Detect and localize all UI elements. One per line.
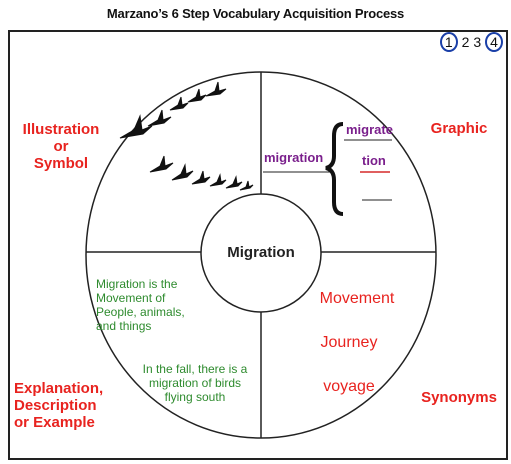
label-explanation-line2: Description [14,397,106,414]
example-line: flying south [130,390,260,404]
definition-text: Migration is the Movement of People, ani… [96,277,206,333]
bird [206,82,226,96]
label-explanation-line3: or Example [14,414,106,431]
definition-line: Movement of [96,291,206,305]
label-graphic: Graphic [420,120,498,137]
example-line: migration of birds [130,376,260,390]
definition-line: Migration is the [96,277,206,291]
branch-word-1: migrate [346,122,393,137]
branch-word-2: tion [362,153,386,168]
label-illustration: Illustration or Symbol [14,121,108,172]
bird [226,177,242,188]
definition-line: People, animals, [96,305,206,319]
definition-line: and things [96,319,206,333]
synonym-3: voyage [312,378,386,396]
example-text: In the fall, there is a migration of bir… [130,362,260,404]
brace-icon [326,124,343,214]
label-illustration-line3: Symbol [14,155,108,172]
flying-birds-icon [120,82,253,190]
label-illustration-line2: or [14,138,108,155]
synonym-1: Movement [312,290,402,308]
synonym-2: Journey [312,334,386,352]
bird [172,165,193,180]
label-explanation-line1: Explanation, [14,380,106,397]
bird [210,175,226,186]
root-word: migration [264,150,323,165]
bird [150,156,173,172]
center-word: Migration [201,244,321,261]
label-illustration-line1: Illustration [14,121,108,138]
label-explanation: Explanation, Description or Example [14,380,106,431]
bird [170,97,188,110]
bird [120,116,152,138]
example-line: In the fall, there is a [130,362,260,376]
label-synonyms: Synonyms [412,389,506,406]
bird [192,171,210,184]
bird [188,89,206,102]
